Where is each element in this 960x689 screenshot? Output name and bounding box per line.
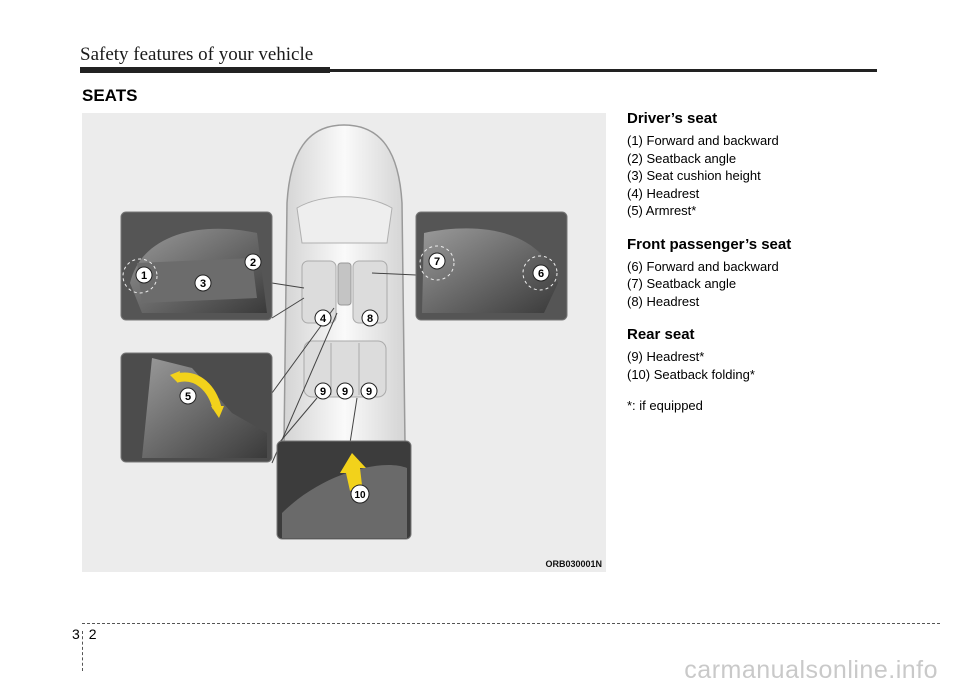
driver-item: (2) Seatback angle (627, 150, 737, 166)
callout-10: 10 (350, 484, 370, 504)
passenger-item: (7) Seatback angle (627, 276, 737, 291)
callout-5: 5 (179, 387, 197, 405)
passenger-item: (8) Headrest (627, 293, 700, 309)
rear-seat-title: Rear seat (627, 326, 695, 343)
inset-rear-folding (276, 440, 412, 540)
svg-text:2: 2 (250, 257, 256, 269)
svg-text:5: 5 (185, 391, 191, 403)
driver-item: (4) Headrest (627, 185, 700, 201)
passenger-item: (6) Forward and backward (627, 258, 779, 274)
car-top-view (283, 124, 406, 454)
svg-text:10: 10 (354, 490, 366, 501)
header-rule-accent (80, 67, 330, 73)
footer-divider (82, 623, 940, 624)
svg-text:9: 9 (320, 386, 326, 398)
callout-6: 6 (532, 264, 550, 282)
callout-3: 3 (194, 274, 212, 292)
callout-9-left: 9 (314, 382, 332, 400)
inset-passenger-seat (415, 211, 568, 321)
rear-item: (9) Headrest* (627, 349, 705, 364)
section-heading: SEATS (82, 86, 138, 105)
equipped-note: *: if equipped (627, 398, 703, 413)
callout-4: 4 (314, 309, 332, 327)
svg-text:6: 6 (538, 268, 544, 280)
svg-text:7: 7 (434, 256, 440, 268)
svg-text:9: 9 (366, 386, 372, 398)
chapter-number: 3 (72, 626, 89, 642)
footer-vertical-divider (82, 631, 83, 671)
seat-descriptions: Driver’s seat (1) Forward and backward (… (627, 110, 927, 415)
svg-text:9: 9 (342, 386, 348, 398)
callout-7: 7 (428, 252, 446, 270)
driver-item: (3) Seat cushion height (627, 168, 761, 183)
callout-9-center: 9 (336, 382, 354, 400)
seats-diagram: 1 2 3 4 5 6 7 8 (120, 124, 568, 540)
svg-text:4: 4 (320, 313, 327, 325)
driver-item: (1) Forward and backward (627, 133, 779, 148)
svg-text:8: 8 (367, 313, 373, 325)
inset-armrest (120, 352, 273, 463)
callout-8: 8 (361, 309, 379, 327)
page-number: 32 (72, 626, 106, 642)
driver-item: (5) Armrest* (627, 203, 697, 218)
seats-illustration: 1 2 3 4 5 6 7 8 (82, 113, 606, 572)
callout-9-right: 9 (360, 382, 378, 400)
watermark: carmanualsonline.info (684, 656, 938, 684)
header-rule (80, 69, 877, 72)
page-header-title: Safety features of your vehicle (80, 44, 314, 65)
driver-seat-title: Driver’s seat (627, 110, 718, 127)
figure-code: ORB030001N (545, 559, 602, 569)
page-index: 2 (88, 626, 106, 642)
rear-item: (10) Seatback folding* (627, 366, 755, 382)
svg-text:3: 3 (200, 278, 206, 290)
leader-lines (271, 272, 417, 464)
passenger-seat-title: Front passenger’s seat (627, 235, 792, 253)
callout-1: 1 (135, 266, 153, 284)
svg-text:1: 1 (141, 270, 147, 282)
callout-2: 2 (244, 253, 262, 271)
